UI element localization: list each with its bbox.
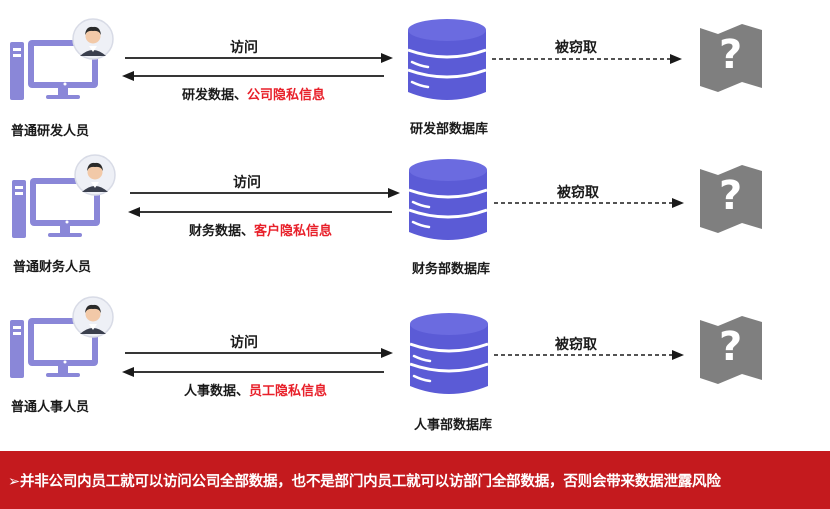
stolen-arrow <box>494 198 684 208</box>
computer-icon <box>12 178 100 238</box>
question-mark: ? <box>719 173 743 219</box>
database-icon <box>409 313 489 394</box>
warning-banner-text: ➢并非公司内员工就可以访问公司全部数据，也不是部门内员工就可以访部门全部数据，否… <box>8 474 721 490</box>
unknown-map-icon <box>700 316 762 384</box>
stolen-label: 被窃取 <box>557 185 599 201</box>
access-label: 访问 <box>233 175 261 191</box>
data-prefix: 人事数据、 <box>184 384 250 399</box>
secret-data: 公司隐私信息 <box>247 88 326 103</box>
unknown-map-icon <box>700 165 762 233</box>
database-icon <box>407 19 487 100</box>
question-mark: ? <box>719 324 743 370</box>
returned-data-label: 人事数据、员工隐私信息 <box>184 380 327 399</box>
database-label: 人事部数据库 <box>414 418 493 433</box>
access-arrow <box>130 188 400 198</box>
return-arrow <box>122 367 384 377</box>
database-label: 研发部数据库 <box>410 122 489 137</box>
access-arrow <box>125 348 393 358</box>
stolen-label: 被窃取 <box>555 337 597 353</box>
avatar-icon <box>74 154 116 196</box>
database-label: 财务部数据库 <box>412 262 491 277</box>
database-icon <box>408 159 488 240</box>
avatar-icon <box>72 18 114 60</box>
person-label: 普通人事人员 <box>11 400 90 415</box>
access-label: 访问 <box>230 335 258 351</box>
stolen-arrow <box>492 54 682 64</box>
access-arrow <box>125 53 393 63</box>
returned-data-label: 研发数据、公司隐私信息 <box>182 84 325 103</box>
access-label: 访问 <box>230 40 258 56</box>
avatar-icon <box>72 296 114 338</box>
secret-data: 客户隐私信息 <box>254 224 333 239</box>
computer-icon <box>10 318 98 378</box>
person-label: 普通研发人员 <box>11 124 90 139</box>
unknown-map-icon <box>700 24 762 92</box>
question-mark: ? <box>719 32 743 78</box>
secret-data: 员工隐私信息 <box>249 384 328 399</box>
data-prefix: 财务数据、 <box>189 224 255 239</box>
returned-data-label: 财务数据、客户隐私信息 <box>189 220 332 239</box>
person-label: 普通财务人员 <box>13 260 92 275</box>
return-arrow <box>122 71 384 81</box>
stolen-label: 被窃取 <box>555 40 597 56</box>
stolen-arrow <box>494 350 684 360</box>
warning-banner: ➢并非公司内员工就可以访问公司全部数据，也不是部门内员工就可以访部门全部数据，否… <box>0 451 830 509</box>
return-arrow <box>128 207 392 217</box>
data-prefix: 研发数据、 <box>182 88 248 103</box>
